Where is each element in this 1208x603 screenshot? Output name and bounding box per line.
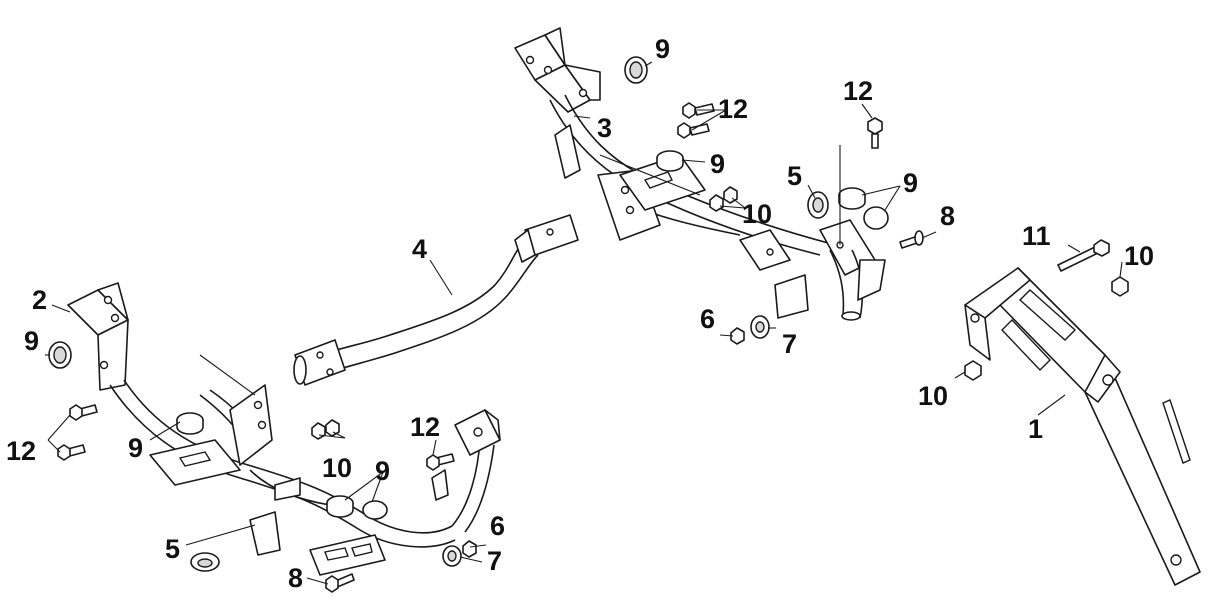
nut-6-right (730, 327, 745, 345)
callout-12-left: 12 (6, 436, 36, 466)
leader-lines (45, 61, 1123, 585)
screw-8-left (325, 573, 355, 593)
washer-5-left (190, 552, 220, 572)
part-3-upper-frame (514, 27, 886, 321)
callout-labels: 1 2 3 4 5 5 6 6 7 7 8 8 9 9 9 9 9 9 10 1… (6, 34, 1154, 593)
grommet-9-left (48, 341, 72, 369)
washer-5-right (807, 191, 829, 219)
callout-3: 3 (597, 113, 612, 143)
bushing-7-right (750, 315, 770, 339)
callout-6-right: 6 (700, 304, 715, 334)
callout-12-right: 12 (843, 76, 873, 106)
callout-10-right-bottom: 10 (918, 381, 948, 411)
callout-5-right: 5 (787, 161, 802, 191)
callout-9-upper: 9 (655, 34, 670, 64)
grommet-9-upper (624, 56, 648, 84)
nut-10-b (709, 186, 738, 212)
nut-10-d (964, 360, 982, 381)
callout-9-lower-left: 9 (128, 433, 143, 463)
callout-10-lower: 10 (322, 453, 352, 483)
callout-4: 4 (412, 234, 427, 264)
grommet-9-lower-a (176, 412, 204, 435)
screw-8-right (899, 230, 924, 249)
part-4-cross-tube (293, 214, 579, 386)
callout-10-upper: 10 (742, 199, 772, 229)
callout-8-left: 8 (288, 563, 303, 593)
nut-6-left (462, 540, 477, 558)
bolt-12-a (69, 404, 98, 421)
grommet-9-lower-c (362, 500, 388, 520)
callout-9-right: 9 (903, 168, 918, 198)
nut-10-c (1111, 276, 1129, 297)
callout-1: 1 (1028, 414, 1043, 444)
grommet-9-lower-b (326, 495, 354, 518)
part-2-left-frame (67, 282, 501, 576)
bolt-11 (1057, 239, 1110, 272)
grommet-9-mid (656, 150, 684, 172)
bolt-12-c (426, 453, 455, 471)
grommet-9-right-a (838, 187, 866, 210)
bushing-7-left (442, 545, 462, 567)
callout-12-upper: 12 (718, 94, 748, 124)
callout-12-lower: 12 (410, 412, 440, 442)
callout-5-left: 5 (165, 534, 180, 564)
callout-2: 2 (32, 285, 47, 315)
part-1-side-bracket (964, 267, 1201, 586)
bolt-12-b (57, 444, 86, 461)
callout-9-lower-mid: 9 (375, 456, 390, 486)
callout-7-right: 7 (782, 329, 797, 359)
grommet-9-right-b (863, 206, 889, 230)
bolt-12-e (867, 117, 883, 149)
callout-11: 11 (1022, 221, 1051, 251)
callout-9-left: 9 (24, 326, 39, 356)
callout-8-right: 8 (940, 201, 955, 231)
nut-10-a (311, 419, 340, 440)
callout-6-left: 6 (490, 511, 505, 541)
callout-7-left: 7 (487, 546, 502, 576)
callout-10-right-top: 10 (1124, 241, 1154, 271)
callout-9-mid: 9 (710, 149, 725, 179)
